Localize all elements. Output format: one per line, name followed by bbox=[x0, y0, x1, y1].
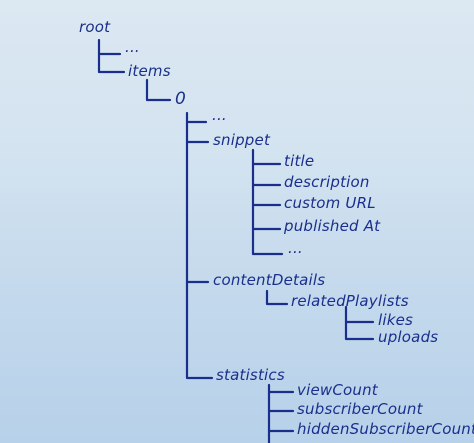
node-statistics: statistics bbox=[216, 366, 285, 384]
connector-root bbox=[97, 38, 126, 74]
node-root-ellipsis: ... bbox=[125, 38, 140, 56]
node-item-ellipsis: ... bbox=[212, 106, 227, 124]
node-snippet-child: custom URL bbox=[284, 194, 376, 212]
connector-index0 bbox=[185, 111, 214, 380]
connector-statistics bbox=[267, 383, 295, 443]
node-index-0: 0 bbox=[175, 89, 187, 109]
node-statistics-child: viewCount bbox=[297, 381, 378, 399]
connector-snippet bbox=[251, 148, 284, 256]
node-statistics-child: subscriberCount bbox=[297, 400, 423, 418]
node-items: items bbox=[128, 62, 171, 80]
node-uploads: uploads bbox=[378, 328, 439, 346]
node-relatedPlaylists: relatedPlaylists bbox=[291, 292, 409, 310]
connector-contentDetails bbox=[265, 289, 289, 306]
connector-items bbox=[145, 78, 172, 102]
node-snippet-child: title bbox=[284, 152, 315, 170]
node-statistics-child: hiddenSubscriberCount bbox=[297, 420, 474, 438]
node-snippet: snippet bbox=[213, 131, 271, 149]
connector-relatedPlaylists bbox=[344, 305, 375, 341]
node-snippet-child: published At bbox=[284, 217, 381, 235]
node-contentDetails: contentDetails bbox=[213, 271, 326, 289]
node-root: root bbox=[79, 18, 111, 36]
node-snippet-child: description bbox=[284, 173, 370, 191]
node-snippet-child: ... bbox=[288, 239, 303, 257]
node-likes: likes bbox=[378, 311, 414, 329]
